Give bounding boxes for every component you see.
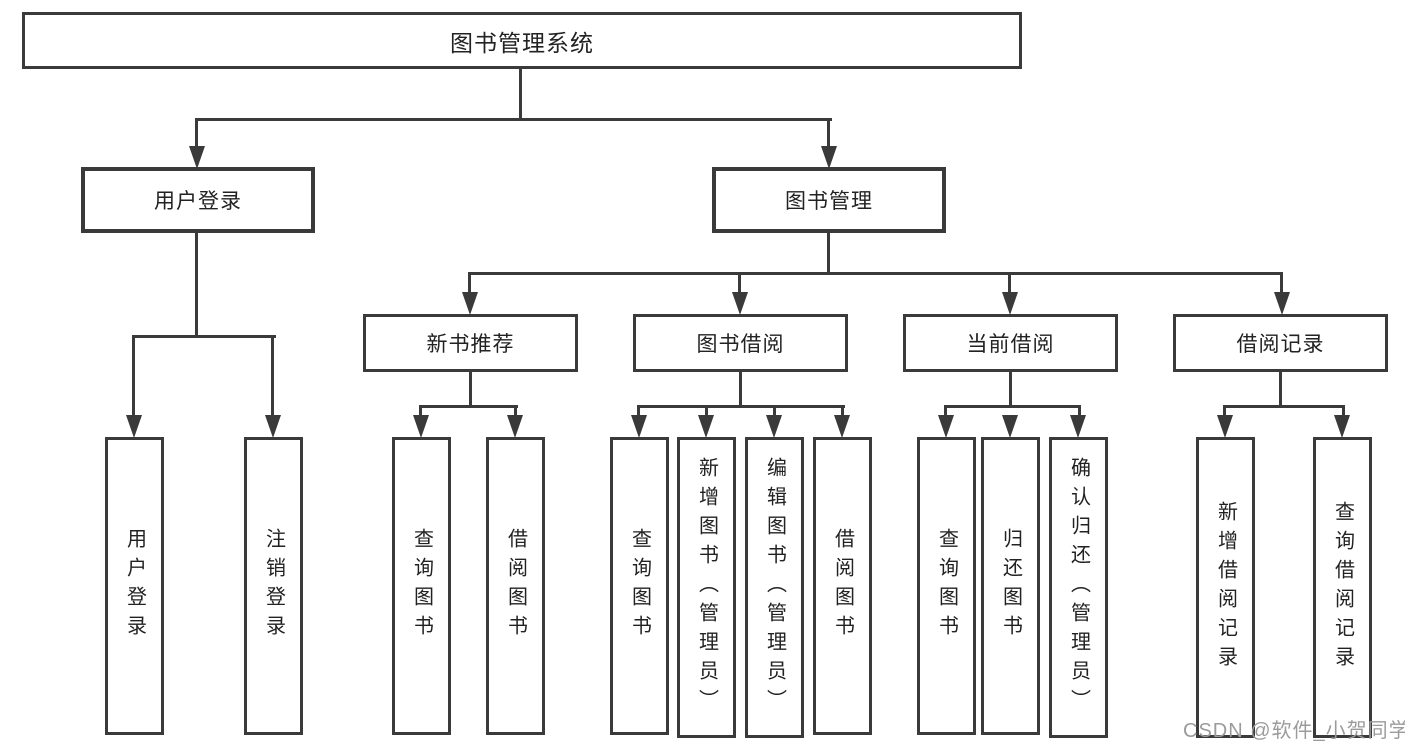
node-label: 图书管理系统	[450, 29, 594, 56]
arrow-down-icon	[732, 292, 748, 315]
node-logout-action: 注销登录	[244, 437, 303, 735]
connector-line	[841, 405, 844, 421]
node-label: 查询图书	[935, 528, 958, 644]
connector-line	[1279, 372, 1282, 408]
connector-line	[132, 335, 276, 338]
arrow-down-icon	[1334, 415, 1350, 438]
connector-line	[1009, 372, 1012, 408]
node-label: 借阅记录	[1236, 333, 1325, 356]
arrow-down-icon	[413, 415, 429, 438]
connector-line	[1078, 405, 1081, 421]
node-borrow-books-recommend: 借阅图书	[486, 437, 545, 735]
csdn-watermark: CSDN @软件_小贺同学	[1183, 720, 1405, 742]
arrow-down-icon	[189, 146, 205, 169]
node-label: 图书管理	[785, 190, 873, 213]
connector-line	[468, 272, 471, 296]
node-label: 编辑图书（管理员）	[763, 457, 786, 718]
arrow-down-icon	[698, 415, 714, 438]
connector-line	[469, 372, 472, 408]
arrow-down-icon	[834, 415, 850, 438]
node-label: 图书借阅	[696, 333, 785, 356]
node-edit-book-admin: 编辑图书（管理员）	[745, 437, 804, 738]
node-borrowing-records: 借阅记录	[1173, 314, 1388, 372]
arrow-down-icon	[1002, 292, 1018, 315]
connector-line	[827, 233, 830, 275]
node-user-login-module: 用户登录	[81, 167, 315, 233]
connector-line	[419, 405, 422, 421]
arrow-down-icon	[1070, 415, 1086, 438]
connector-line	[1223, 405, 1345, 408]
node-label: 归还图书	[999, 528, 1022, 644]
connector-line	[419, 405, 518, 408]
node-add-borrow-record: 新增借阅记录	[1196, 437, 1255, 738]
connector-line	[773, 405, 776, 421]
node-new-book-recommend: 新书推荐	[363, 314, 578, 372]
connector-line	[1223, 405, 1226, 421]
node-borrow-books-action: 借阅图书	[813, 437, 872, 735]
connector-line	[637, 405, 845, 408]
arrow-down-icon	[631, 415, 647, 438]
connector-line	[944, 405, 947, 421]
arrow-down-icon	[821, 146, 837, 169]
connector-line	[195, 118, 832, 121]
connector-line	[271, 335, 274, 419]
connector-line	[519, 69, 522, 121]
connector-line	[195, 233, 198, 337]
arrow-down-icon	[766, 415, 782, 438]
connector-line	[827, 118, 830, 150]
connector-line	[132, 335, 135, 419]
arrow-down-icon	[462, 292, 478, 315]
node-confirm-return-admin: 确认归还（管理员）	[1049, 437, 1108, 738]
node-book-management-module: 图书管理	[712, 167, 946, 233]
node-query-books-borrowing: 查询图书	[610, 437, 669, 735]
node-query-books-recommend: 查询图书	[392, 437, 451, 735]
node-label: 借阅图书	[831, 528, 854, 644]
connector-line	[637, 405, 640, 421]
arrow-down-icon	[265, 415, 281, 438]
node-label: 当前借阅	[966, 333, 1055, 356]
node-user-login-action: 用户登录	[105, 437, 164, 735]
arrow-down-icon	[1274, 292, 1290, 315]
node-label: 新书推荐	[426, 333, 515, 356]
connector-line	[738, 272, 741, 296]
node-return-book: 归还图书	[981, 437, 1040, 735]
arrow-down-icon	[1217, 415, 1233, 438]
connector-line	[705, 405, 708, 421]
node-label: 查询图书	[410, 528, 433, 644]
arrow-down-icon	[507, 415, 523, 438]
node-query-borrow-record: 查询借阅记录	[1313, 437, 1372, 738]
arrow-down-icon	[938, 415, 954, 438]
node-label: 查询图书	[628, 528, 651, 644]
node-current-borrowing: 当前借阅	[903, 314, 1118, 372]
connector-line	[1342, 405, 1345, 421]
connector-line	[739, 372, 742, 408]
node-label: 注销登录	[262, 528, 285, 644]
node-label: 新增图书（管理员）	[695, 457, 718, 718]
node-label: 确认归还（管理员）	[1067, 457, 1090, 718]
node-label: 新增借阅记录	[1214, 500, 1237, 675]
connector-line	[195, 118, 198, 150]
node-label: 用户登录	[154, 190, 242, 213]
arrow-down-icon	[126, 415, 142, 438]
connector-line	[468, 272, 1283, 275]
node-book-borrowing: 图书借阅	[633, 314, 848, 372]
connector-line	[944, 405, 1081, 408]
node-label: 查询借阅记录	[1331, 500, 1354, 675]
node-library-management-system: 图书管理系统	[22, 12, 1022, 69]
node-add-book-admin: 新增图书（管理员）	[677, 437, 736, 738]
connector-line	[514, 405, 517, 421]
connector-line	[1008, 272, 1011, 296]
node-label: 借阅图书	[504, 528, 527, 644]
arrow-down-icon	[1002, 415, 1018, 438]
connector-line	[1280, 272, 1283, 296]
node-label: 用户登录	[123, 528, 146, 644]
node-query-books-current: 查询图书	[917, 437, 976, 735]
